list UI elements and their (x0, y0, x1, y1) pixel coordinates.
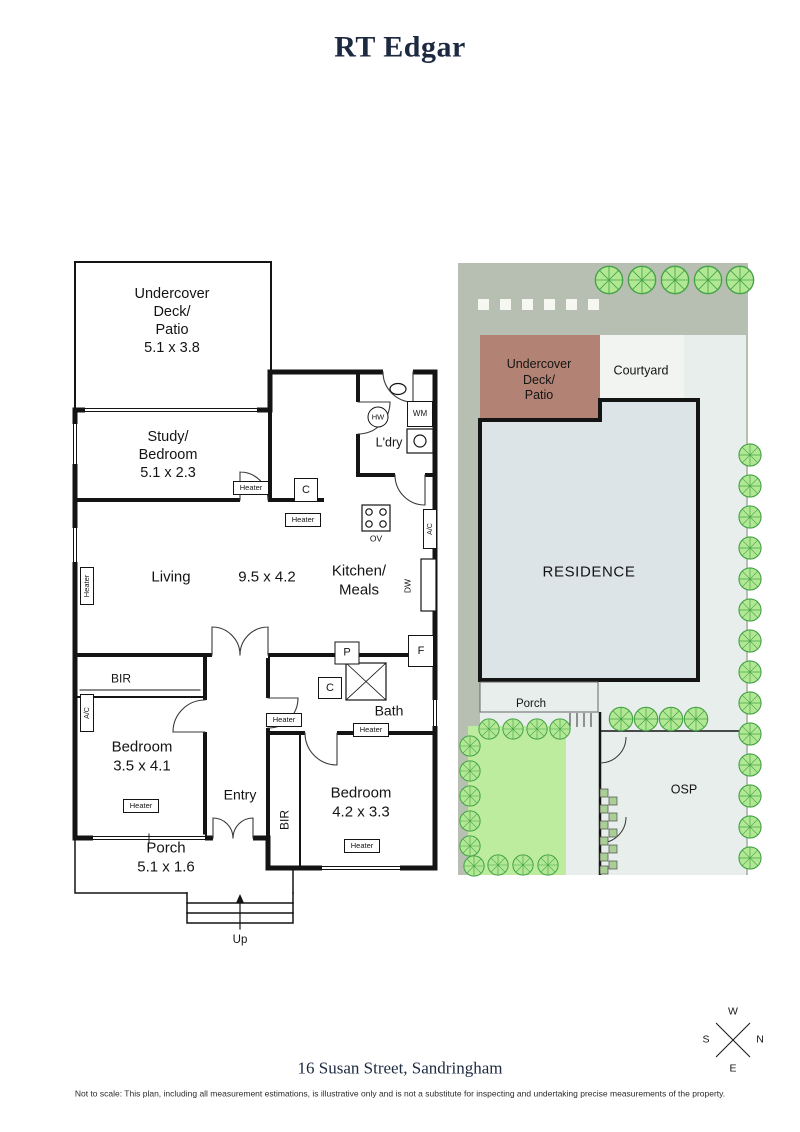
site-driveway-pavers (599, 788, 618, 875)
cupboard-box: C (294, 478, 318, 502)
site-paver-squares-top (478, 299, 599, 310)
living-dims-label: 9.5 x 4.2 (238, 568, 296, 586)
disclaimer-label: Not to scale: This plan, including all m… (74, 1088, 726, 1099)
ac-box: A/C (80, 694, 94, 732)
windows (71, 406, 439, 872)
porch-label: Porch 5.1 x 1.6 (137, 839, 195, 875)
compass-north-label: N (756, 1033, 764, 1046)
closet-walls (74, 696, 301, 869)
site-plan (458, 263, 762, 877)
bath-label: Bath (374, 702, 404, 719)
basin-icon (389, 382, 407, 396)
pantry-box: P (334, 641, 360, 665)
bir2-label: BIR (277, 809, 292, 831)
ac-box: A/C (423, 509, 437, 549)
site-deck-label: Undercover Deck/ Patio (506, 356, 572, 402)
laundry-label: L'dry (375, 435, 403, 450)
bir1-label: BIR (110, 671, 132, 686)
heater-box: Heater (353, 723, 389, 737)
door-arcs (172, 371, 426, 839)
heater-box: Heater (233, 481, 269, 495)
entry-label: Entry (223, 786, 257, 803)
site-residence-outline (478, 398, 700, 682)
bedroom1-label: Bedroom 3.5 x 4.1 (111, 738, 173, 774)
hot-water-icon: HW (367, 406, 389, 428)
fridge-box: F (408, 635, 434, 667)
up-arrow-icon (236, 894, 244, 930)
heater-box: Heater (266, 713, 302, 727)
dishwasher-label: DW (402, 578, 413, 594)
site-steps (569, 713, 592, 727)
deck-label: Undercover Deck/ Patio 5.1 x 3.8 (134, 286, 210, 356)
study-label: Study/ Bedroom 5.1 x 2.3 (138, 429, 198, 481)
site-lawn (468, 726, 566, 875)
bedroom2-label: Bedroom 4.2 x 3.3 (330, 784, 392, 820)
site-osp-label: OSP (670, 782, 698, 797)
compass-south-label: S (702, 1033, 710, 1046)
up-label: Up (232, 933, 248, 946)
site-porch-area (479, 681, 599, 713)
deck-outline (74, 261, 272, 411)
washing-machine-icon: WM (407, 401, 433, 427)
heater-box: Heater (344, 839, 380, 853)
compass-icon (715, 1022, 751, 1058)
heater-box: Heater (123, 799, 159, 813)
heater-box: Heater (285, 513, 321, 527)
site-courtyard-label: Courtyard (613, 363, 669, 378)
cupboard-box: C (318, 677, 342, 699)
address-label: 16 Susan Street, Sandringham (297, 1058, 503, 1078)
kitchen-label: Kitchen/ Meals (331, 562, 387, 598)
oven-label: OV (369, 533, 383, 544)
fixtures (345, 382, 437, 701)
heater-box: Heater (80, 567, 94, 605)
sink-bench-icon (420, 558, 437, 612)
floor-plan (71, 261, 439, 930)
stove-icon (361, 504, 391, 532)
site-residence-label: RESIDENCE (542, 563, 636, 581)
site-porch-label: Porch (515, 697, 547, 710)
compass-west-label: W (728, 1005, 738, 1018)
brand-logo: RT Edgar (334, 30, 466, 64)
compass-east-label: E (729, 1062, 737, 1075)
living-label: Living (151, 568, 191, 586)
site-deck-area (480, 335, 600, 420)
site-courtyard-area (600, 335, 684, 401)
